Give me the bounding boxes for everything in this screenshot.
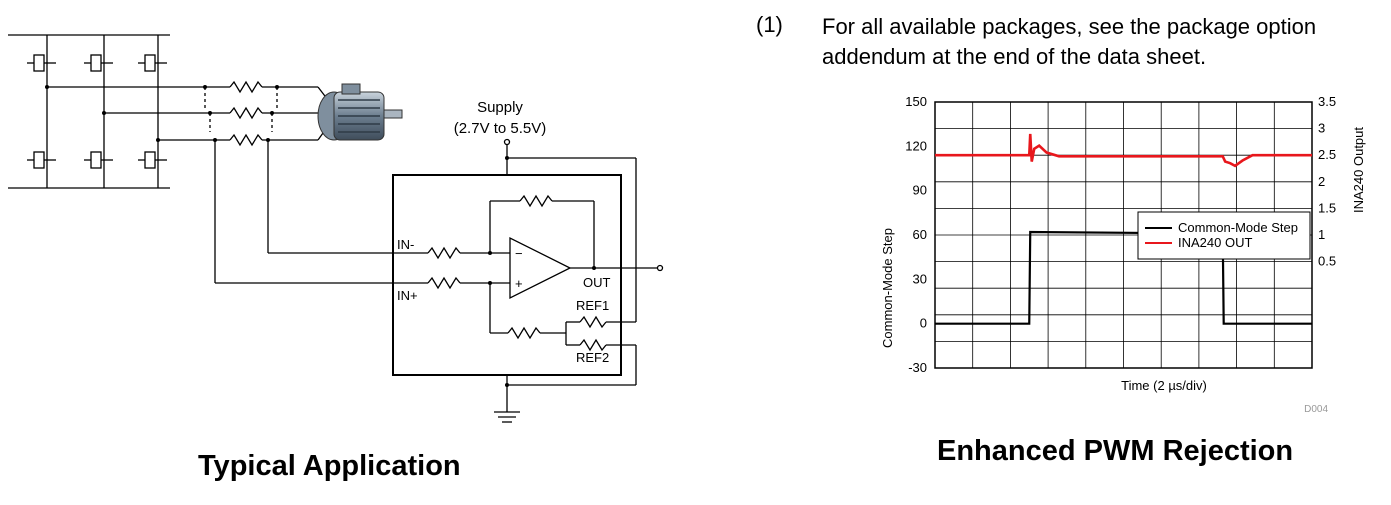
y2-tick-label: 3.5 [1318,94,1336,109]
y-tick-label: 30 [913,271,927,286]
y2-tick-label: 3 [1318,121,1325,136]
pin-ref2: REF2 [576,350,609,365]
y2-axis-label: INA240 Output [1351,127,1366,213]
opamp-minus-sign: − [515,246,523,261]
y-tick-label: 90 [913,183,927,198]
pin-in-minus: IN- [397,237,414,252]
footnote-text: For all available packages, see the pack… [822,14,1317,69]
y-tick-label: 0 [920,316,927,331]
y-tick-label: 60 [913,227,927,242]
y2-tick-label: 1.5 [1318,200,1336,215]
y-axis-label: Common-Mode Step [880,228,895,348]
y2-tick-label: 0.5 [1318,254,1336,269]
chart-ticks: 150 120 90 60 30 0 -30 3.5 3 2.5 2 1.5 1 0.5 [905,94,1336,375]
right-caption: Enhanced PWM Rejection [937,435,1294,467]
chart-curves [935,133,1312,325]
pin-ref1: REF1 [576,298,609,313]
y2-tick-label: 2.5 [1318,147,1336,162]
footnote-number: (1) [756,12,783,37]
y-tick-label: -30 [908,360,927,375]
chart-legend: Common-Mode Step INA240 OUT [1137,211,1311,260]
y-tick-label: 120 [905,138,927,153]
supply-label: Supply [477,99,523,116]
x-axis-label: Time (2 µs/div) [1121,378,1207,393]
supply-range: (2.7V to 5.5V) [454,120,547,137]
legend-ina240-out: INA240 OUT [1178,235,1252,250]
legend-common-mode: Common-Mode Step [1178,220,1298,235]
figure-id: D004 [1304,404,1328,415]
motor-image [317,83,403,141]
series-ina240-out [935,133,1312,168]
left-caption: Typical Application [198,450,461,482]
pwm-rejection-chart: 150 120 90 60 30 0 -30 3.5 3 2.5 2 1.5 1 0.5 Time (2 … [880,94,1366,415]
y-tick-label: 150 [905,94,927,109]
y2-tick-label: 2 [1318,174,1325,189]
pin-out: OUT [583,275,611,290]
pin-in-plus: IN+ [397,288,418,303]
y2-tick-label: 1 [1318,227,1325,242]
series-common-mode-step [935,230,1312,325]
typical-application-diagram: Supply (2.7V to 5.5V) IN- IN+ − + OUT RE… [8,34,664,423]
opamp-plus-sign: + [515,276,523,291]
